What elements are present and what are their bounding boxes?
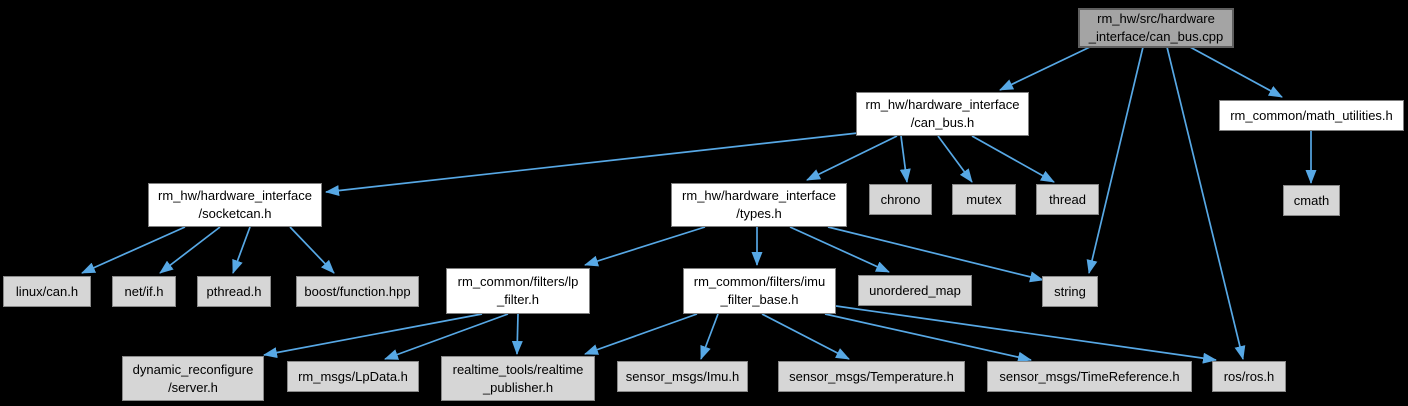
edge-lp_filter_h-dynamic_reconfigure_server_h	[263, 313, 483, 359]
edge-can_bus_cpp-string	[1086, 46, 1144, 274]
edge-socketcan_h-boost_function_hpp	[289, 226, 335, 274]
edge-imu_filter_base_h-sensor_msgs_imu_h	[700, 313, 719, 360]
edge-types_h-unordered_map	[789, 226, 890, 273]
node-types-h[interactable]: rm_hw/hardware_interface /types.h	[671, 183, 847, 227]
edge-can_bus_cpp-math_utilities_h	[1189, 46, 1283, 98]
node-sensor-msgs-temperature-h: sensor_msgs/Temperature.h	[778, 361, 965, 392]
node-ros-ros-h: ros/ros.h	[1212, 361, 1286, 392]
node-mutex: mutex	[952, 184, 1016, 215]
edge-lp_filter_h-rm_msgs_lpdata_h	[384, 313, 509, 360]
edge-can_bus_cpp-ros_ros_h	[1166, 46, 1246, 360]
node-can-bus-cpp: rm_hw/src/hardware _interface/can_bus.cp…	[1078, 8, 1234, 48]
edge-types_h-string	[827, 226, 1044, 283]
node-cmath: cmath	[1283, 185, 1340, 216]
node-boost-function-hpp: boost/function.hpp	[296, 276, 419, 307]
node-rm-msgs-lpdata-h: rm_msgs/LpData.h	[287, 361, 419, 392]
node-math-utilities-h[interactable]: rm_common/math_utilities.h	[1219, 100, 1404, 131]
edge-can_bus_h-mutex	[937, 135, 973, 183]
node-chrono: chrono	[869, 184, 932, 215]
edge-imu_filter_base_h-sensor_msgs_timereference_h	[824, 313, 1032, 363]
edge-imu_filter_base_h-ros_ros_h	[835, 305, 1217, 364]
node-pthread-h: pthread.h	[197, 276, 271, 307]
edge-can_bus_h-socketcan_h	[325, 132, 859, 197]
node-realtime-tools-realtime-publisher-h: realtime_tools/realtime _publisher.h	[441, 356, 595, 401]
edge-types_h-lp_filter_h	[584, 226, 706, 267]
node-can-bus-h[interactable]: rm_hw/hardware_interface /can_bus.h	[856, 92, 1029, 136]
node-linux-can-h: linux/can.h	[3, 276, 91, 307]
node-lp-filter-h[interactable]: rm_common/filters/lp _filter.h	[446, 268, 590, 314]
node-sensor-msgs-imu-h: sensor_msgs/Imu.h	[617, 361, 748, 392]
node-thread: thread	[1036, 184, 1099, 215]
edge-socketcan_h-pthread_h	[232, 226, 251, 274]
edge-lp_filter_h-realtime_publisher_h	[511, 313, 523, 355]
edge-can_bus_h-chrono	[899, 135, 911, 183]
edge-can_bus_h-types_h	[806, 135, 898, 181]
edge-socketcan_h-linux_can_h	[81, 226, 186, 274]
node-imu-filter-base-h[interactable]: rm_common/filters/imu _filter_base.h	[683, 268, 836, 314]
edge-socketcan_h-net_if_h	[159, 226, 221, 274]
edge-can_bus_h-thread	[971, 135, 1055, 183]
node-unordered-map: unordered_map	[858, 275, 972, 306]
node-string: string	[1042, 276, 1098, 307]
edge-can_bus_cpp-can_bus_h	[999, 46, 1091, 91]
node-sensor-msgs-timereference-h: sensor_msgs/TimeReference.h	[987, 361, 1192, 392]
node-socketcan-h[interactable]: rm_hw/hardware_interface /socketcan.h	[148, 183, 322, 227]
edge-imu_filter_base_h-sensor_msgs_temperature_h	[761, 313, 850, 360]
edge-imu_filter_base_h-realtime_publisher_h	[584, 313, 698, 355]
node-dynamic-reconfigure-server-h: dynamic_reconfigure /server.h	[122, 356, 264, 401]
node-net-if-h: net/if.h	[112, 276, 176, 307]
